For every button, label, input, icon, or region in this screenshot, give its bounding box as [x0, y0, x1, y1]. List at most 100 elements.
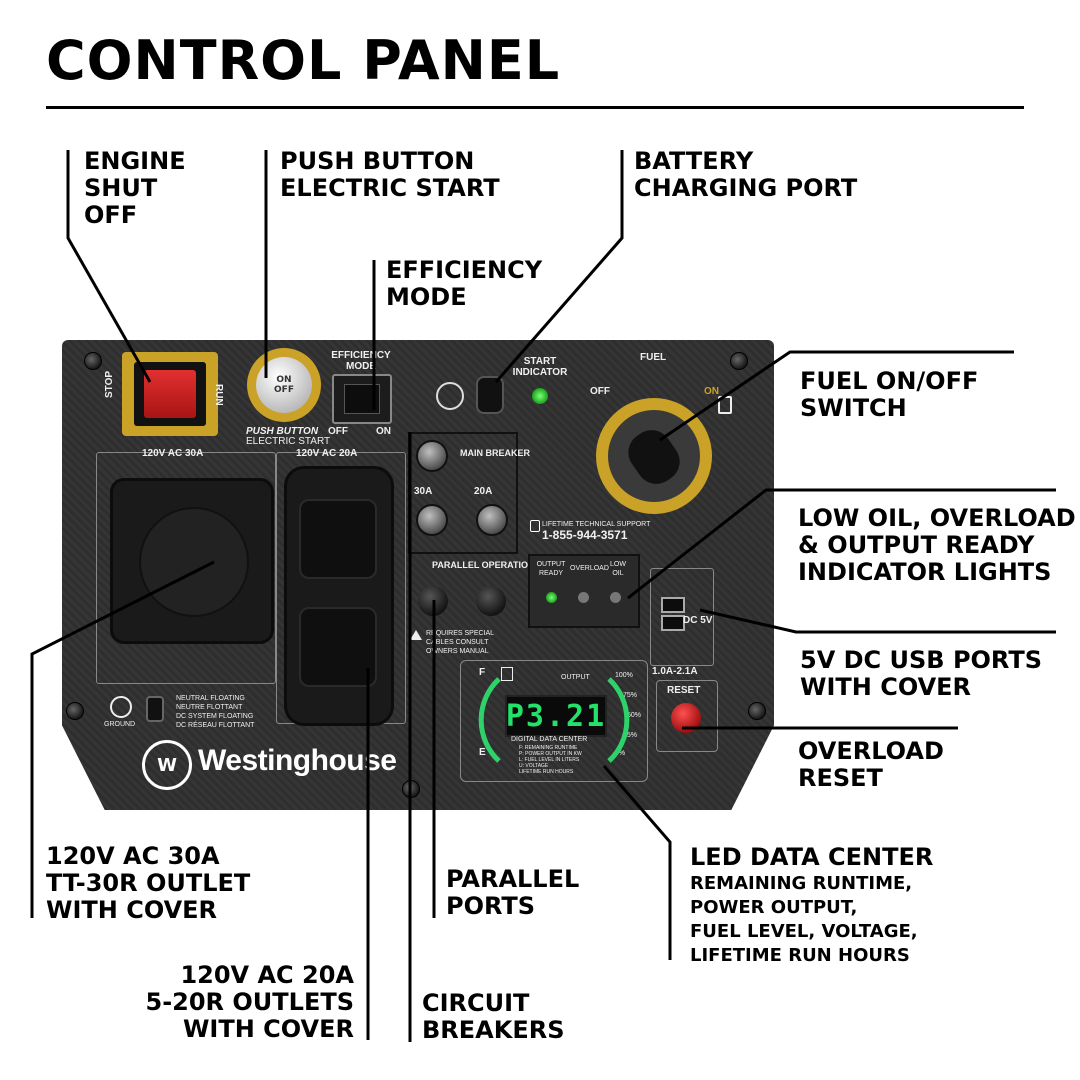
callout-line: FUEL LEVEL, VOLTAGE, [690, 921, 918, 942]
callout-line: 5V DC USB PORTS [800, 646, 1042, 674]
overload-label: OVERLOAD [570, 565, 609, 572]
callout-indicator-lights: LOW OIL, OVERLOAD & OUTPUT READY INDICAT… [798, 505, 1076, 586]
legend-line: LIFETIME RUN HOURS [519, 769, 574, 775]
page-title: CONTROL PANEL [46, 29, 561, 92]
callout-line: ELECTRIC START [280, 174, 500, 202]
breaker-20a-label: 20A [474, 486, 493, 497]
scale-50: 50% [627, 712, 642, 719]
callout-line: EFFICIENCY [386, 256, 543, 284]
fuel-dial-face [608, 410, 700, 502]
legend-line: P: POWER OUTPUT IN KW [519, 751, 582, 757]
overload-reset-area: RESET [656, 680, 718, 752]
run-label: RUN [213, 384, 224, 406]
push-button-label: PUSH BUTTON [246, 426, 319, 437]
callout-outlet-30a: 120V AC 30A TT-30R OUTLET WITH COVER [46, 843, 250, 924]
ground-terminal[interactable] [146, 696, 164, 722]
usb-ports-area: DC 5V [650, 568, 714, 666]
low-oil-light [610, 592, 621, 603]
output-label: OUTPUT [561, 674, 590, 681]
push-off-label: OFF [274, 385, 294, 395]
push-on-label: ON [276, 375, 292, 385]
rocker-icon [144, 370, 196, 418]
parallel-port-right[interactable] [476, 586, 506, 616]
note-line: DC SYSTEM FLOATING [176, 713, 254, 720]
fuel-label: FUEL [640, 352, 667, 363]
legend-line: L: FUEL LEVEL IN LITERS [519, 757, 580, 763]
callout-outlet-20a: 120V AC 20A 5-20R OUTLETS WITH COVER [108, 961, 355, 1043]
callout-line: REMAINING RUNTIME, [690, 873, 913, 894]
generator-control-panel: STOP RUN ON OFF PUSH BUTTON ELECTRIC STA… [62, 340, 774, 810]
screw-icon [84, 352, 102, 370]
battery-icon [436, 382, 464, 410]
efficiency-mode-switch[interactable] [332, 374, 392, 424]
screw-icon [66, 702, 84, 720]
rocker-icon [344, 384, 380, 414]
legend-line: U: VOLTAGE [519, 763, 549, 769]
support-phone: 1-855-944-3571 [542, 528, 628, 542]
usb-port-1[interactable] [661, 597, 685, 613]
callout-efficiency-mode: EFFICIENCY MODE [386, 257, 542, 311]
scale-25: 25% [623, 732, 638, 739]
note-line: NEUTRAL FLOATING [176, 695, 245, 702]
support-label: LIFETIME TECHNICAL SUPPORT [542, 521, 651, 528]
gauge-arcs [478, 677, 630, 763]
data-center-legend: F: REMAINING RUNTIME P: POWER OUTPUT IN … [519, 745, 582, 775]
push-button-electric-start[interactable]: ON OFF [247, 348, 321, 422]
title-rule [46, 106, 1024, 109]
callout-line: BREAKERS [422, 1016, 565, 1044]
callout-line: OVERLOAD [798, 737, 944, 765]
output-ready-label: OUTPUT READY [536, 561, 566, 577]
callout-line: TT-30R OUTLET [46, 869, 251, 897]
callout-engine-shutoff: ENGINE SHUT OFF [84, 148, 186, 229]
callout-line: WITH COVER [182, 1015, 354, 1043]
callout-fuel-switch: FUEL ON/OFF SWITCH [800, 368, 978, 422]
callout-battery-port: BATTERY CHARGING PORT [634, 148, 857, 202]
scale-f-label: F [479, 667, 486, 678]
output-ready-light [546, 592, 557, 603]
callout-line: INDICATOR LIGHTS [798, 558, 1052, 586]
ground-icon [110, 696, 132, 718]
warning-icon [410, 630, 422, 640]
callout-line: BATTERY [634, 147, 754, 175]
callout-line: CIRCUIT [422, 989, 530, 1017]
circuit-breaker-group: 30A 20A [408, 432, 518, 554]
note-line: NEUTRE FLOTTANT [176, 704, 243, 711]
callout-line: LED DATA CENTER [690, 843, 934, 871]
screw-icon [730, 352, 748, 370]
scale-e-label: E [479, 747, 486, 758]
callout-line: PUSH BUTTON [280, 147, 475, 175]
overload-reset-button[interactable] [671, 703, 701, 733]
led-data-center: F E OUTPUT 100% 75% 50% 25% 0% P3.21 DIG… [460, 660, 648, 782]
outlet-socket-icon [139, 507, 249, 617]
outlet-30a-tt30r[interactable] [110, 478, 274, 644]
callout-line: 120V AC 30A [46, 842, 220, 870]
callout-line: 120V AC 20A [180, 961, 354, 989]
phone-icon [530, 520, 540, 532]
fuel-pump-icon [718, 396, 732, 414]
efficiency-mode-label: EFFICIENCY MODE [331, 350, 391, 372]
callout-line: SHUT [84, 174, 158, 202]
receptacle-lower[interactable] [299, 607, 377, 687]
usb-current-label: 1.0A-2.1A [652, 666, 698, 677]
callout-line: MODE [386, 283, 467, 311]
breaker-20a[interactable] [476, 504, 508, 536]
fuel-switch[interactable] [596, 398, 712, 514]
callout-line: FUEL ON/OFF [800, 367, 979, 395]
breaker-30a[interactable] [416, 504, 448, 536]
scale-100: 100% [615, 672, 633, 679]
main-breaker[interactable] [416, 440, 448, 472]
callout-led-data-center: LED DATA CENTER REMAINING RUNTIME, POWER… [690, 842, 933, 968]
ground-label: GROUND [104, 721, 136, 728]
lcd-display: P3.21 [505, 695, 607, 737]
fuel-knob-icon [620, 422, 688, 492]
battery-charging-port[interactable] [476, 376, 504, 414]
receptacle-upper[interactable] [299, 499, 377, 579]
start-indicator-label: START INDICATOR [512, 356, 568, 378]
usb-port-2[interactable] [661, 615, 685, 631]
callout-line: LIFETIME RUN HOURS [690, 945, 910, 966]
parallel-port-left[interactable] [418, 586, 448, 616]
callout-line: CHARGING PORT [634, 174, 858, 202]
brand-name: Westinghouse [198, 744, 397, 777]
engine-shutoff-switch[interactable] [134, 362, 206, 426]
dc-5v-label: DC 5V [683, 615, 713, 626]
